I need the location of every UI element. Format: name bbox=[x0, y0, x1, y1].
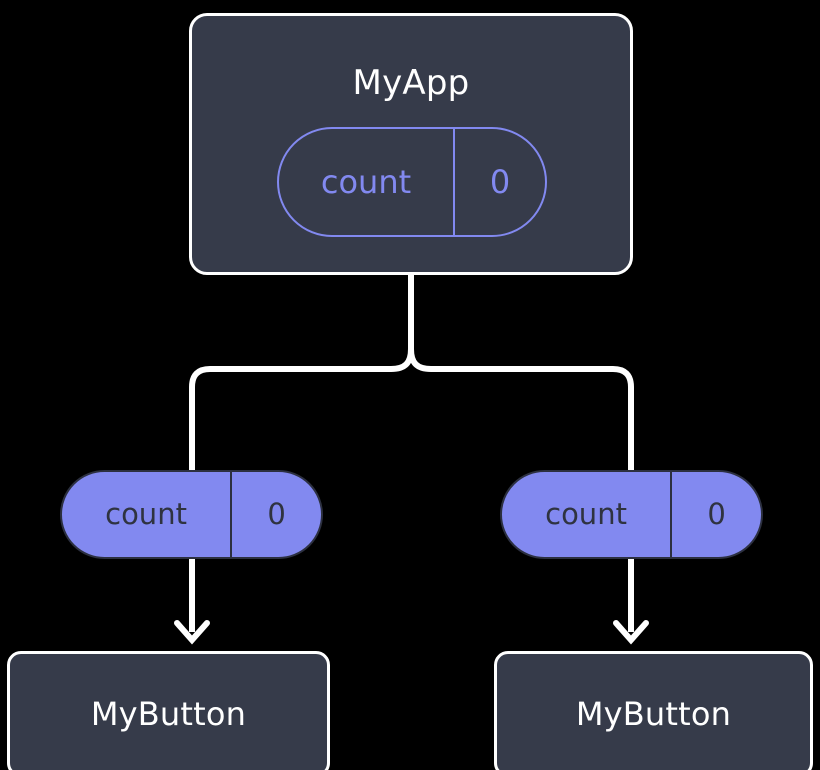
prop-pill-right-count[interactable]: count 0 bbox=[500, 470, 763, 559]
edge-fork-connector bbox=[189, 272, 414, 477]
prop-pill-left-count[interactable]: count 0 bbox=[60, 470, 323, 559]
component-node-mybutton-left[interactable]: MyButton bbox=[7, 651, 330, 770]
arrow-head-left-icon bbox=[174, 620, 210, 645]
component-label-mybutton-left: MyButton bbox=[90, 695, 247, 733]
arrow-head-right-icon bbox=[613, 620, 649, 645]
state-pill-value: 0 bbox=[453, 129, 545, 235]
state-pill-key: count bbox=[320, 163, 412, 201]
component-label-mybutton-right: MyButton bbox=[575, 695, 732, 733]
state-pill-myapp-count[interactable]: count 0 bbox=[277, 127, 547, 237]
prop-pill-key: count bbox=[105, 497, 187, 531]
prop-pill-value: 0 bbox=[230, 472, 321, 557]
component-node-mybutton-right[interactable]: MyButton bbox=[494, 651, 813, 770]
component-label-myapp: MyApp bbox=[352, 63, 470, 103]
edge-fork-connector-right bbox=[408, 272, 634, 477]
prop-pill-value: 0 bbox=[670, 472, 761, 557]
prop-pill-key: count bbox=[545, 497, 627, 531]
